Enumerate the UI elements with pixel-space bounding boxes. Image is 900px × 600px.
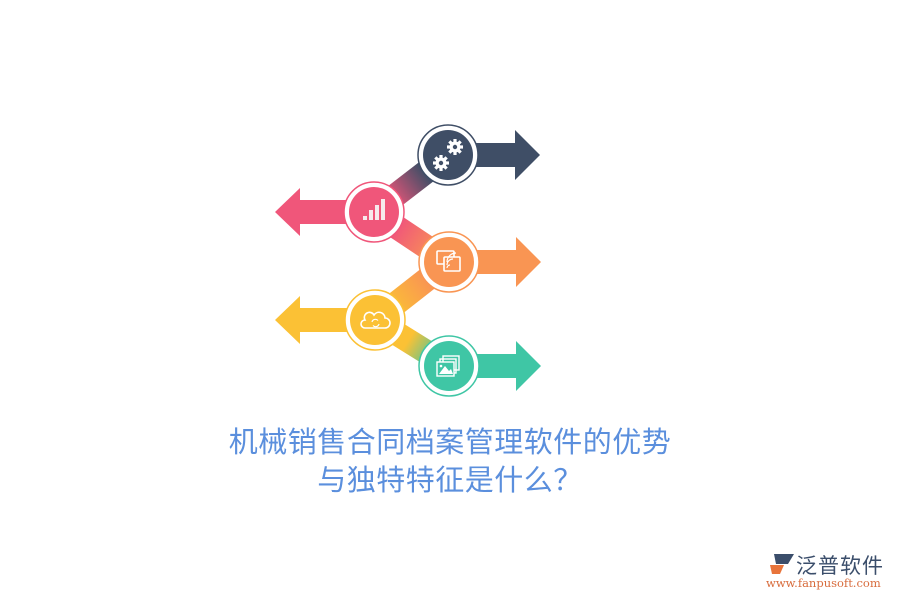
arrow-right — [471, 237, 541, 287]
step-4 — [275, 289, 406, 351]
brand-logo: 泛普软件 www.fanpusoft.com — [766, 550, 896, 594]
logo-url: www.fanpusoft.com — [766, 576, 881, 590]
gears-icon — [433, 139, 463, 171]
image-gallery-icon — [436, 355, 460, 377]
logo-name: 泛普软件 — [796, 554, 884, 578]
arrow-left — [275, 188, 352, 236]
arrow-right — [471, 341, 541, 391]
step-5 — [418, 335, 541, 397]
page-title-line-1: 机械销售合同档案管理软件的优势 — [228, 425, 672, 459]
arrow-right — [470, 130, 540, 180]
bar-chart-icon — [363, 199, 385, 220]
step-3 — [418, 231, 541, 293]
page-title-line-2: 与独特特征是什么？ — [317, 463, 583, 497]
arrow-left — [275, 296, 353, 344]
screen-cast-icon — [436, 250, 461, 272]
step-2 — [275, 181, 405, 243]
cloud-sync-icon — [360, 311, 391, 329]
logo-mark-icon — [770, 554, 794, 574]
step-1 — [417, 124, 540, 186]
